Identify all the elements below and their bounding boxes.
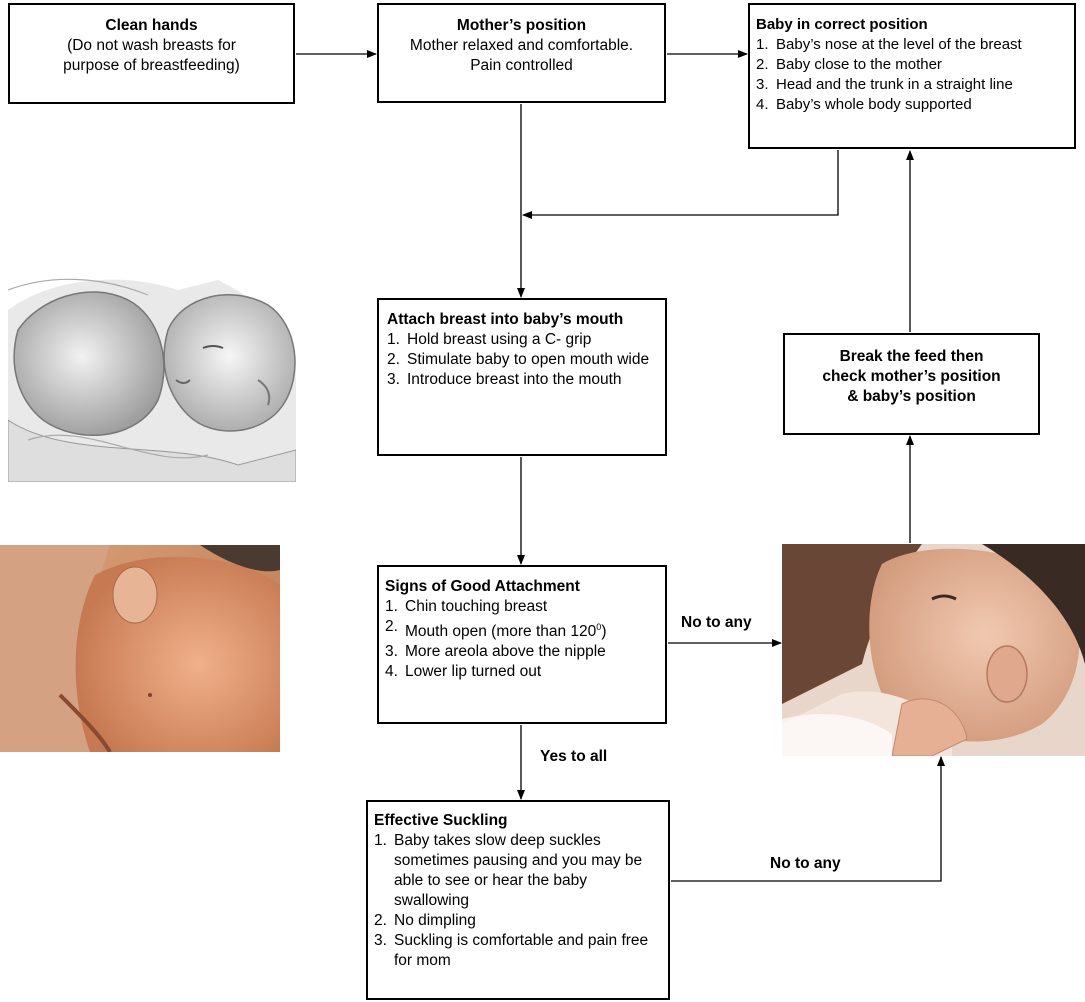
list-item: 3.More areola above the nipple (385, 643, 606, 661)
effective-suckling-title: Effective Suckling (374, 812, 508, 829)
list-item: 3.Suckling is comfortable and pain free … (374, 932, 649, 969)
mother-position-box: Mother’s position Mother relaxed and com… (377, 3, 666, 103)
baby-position-title: Baby in correct position (756, 16, 928, 33)
list-item: 1.Chin touching breast (385, 598, 548, 615)
list-item: 3.Head and the trunk in a straight line (756, 76, 1013, 93)
list-item: 2.Baby close to the mother (756, 56, 942, 73)
break-feed-line3: & baby’s position (847, 388, 976, 405)
sketch-illustration (8, 270, 296, 482)
break-feed-line2: check mother’s position (822, 368, 1001, 385)
clean-hands-box: Clean hands (Do not wash breasts for pur… (8, 3, 295, 104)
break-feed-line1: Break the feed then (839, 348, 984, 365)
list-item: 2.No dimpling (374, 912, 476, 929)
signs-attachment-title: Signs of Good Attachment (385, 578, 580, 595)
list-item: 2.Mouth open (more than 1200) (385, 618, 607, 641)
list-item: 4.Lower lip turned out (385, 663, 542, 681)
list-item: 4.Baby’s whole body supported (756, 96, 972, 113)
no-to-any-label-signs: No to any (681, 614, 752, 631)
no-to-any-label-suckling: No to any (770, 855, 841, 872)
yes-to-all-label: Yes to all (540, 748, 608, 765)
mother-position-title: Mother’s position (456, 17, 587, 34)
attach-breast-title: Attach breast into baby’s mouth (387, 311, 624, 328)
arrow-baby-to-attach (522, 150, 839, 219)
baby-position-list: 1.Baby’s nose at the level of the breast… (756, 35, 1074, 115)
list-item: 3.Introduce breast into the mouth (387, 371, 622, 388)
clean-hands-line1: (Do not wash breasts for (67, 37, 236, 54)
list-item: 1.Hold breast using a C- grip (387, 331, 592, 348)
signs-attachment-box: Signs of Good Attachment 1.Chin touching… (377, 565, 667, 724)
mother-position-line2: Pain controlled (470, 57, 573, 74)
arrow-suckling-to-photo (671, 756, 945, 882)
attachment-photo-closeup (0, 545, 280, 752)
list-item: 1.Baby’s nose at the level of the breast (756, 36, 1022, 53)
attach-breast-box: Attach breast into baby’s mouth 1.Hold b… (377, 298, 667, 456)
baby-photo (782, 544, 1085, 756)
break-feed-box: Break the feed then check mother’s posit… (783, 333, 1040, 435)
baby-position-box: Baby in correct position 1.Baby’s nose a… (748, 3, 1076, 149)
clean-hands-line2: purpose of breastfeeding) (63, 57, 240, 74)
mother-position-line1: Mother relaxed and comfortable. (409, 37, 634, 54)
effective-suckling-box: Effective Suckling 1.Baby takes slow dee… (366, 800, 670, 1000)
effective-suckling-list: 1.Baby takes slow deep suckles sometimes… (374, 831, 660, 971)
signs-attachment-list: 1.Chin touching breast 2.Mouth open (mor… (385, 597, 661, 682)
list-item: 2.Stimulate baby to open mouth wide (387, 351, 650, 368)
attach-breast-list: 1.Hold breast using a C- grip 2.Stimulat… (387, 330, 659, 390)
clean-hands-title: Clean hands (105, 17, 198, 34)
list-item: 1.Baby takes slow deep suckles sometimes… (374, 832, 643, 909)
